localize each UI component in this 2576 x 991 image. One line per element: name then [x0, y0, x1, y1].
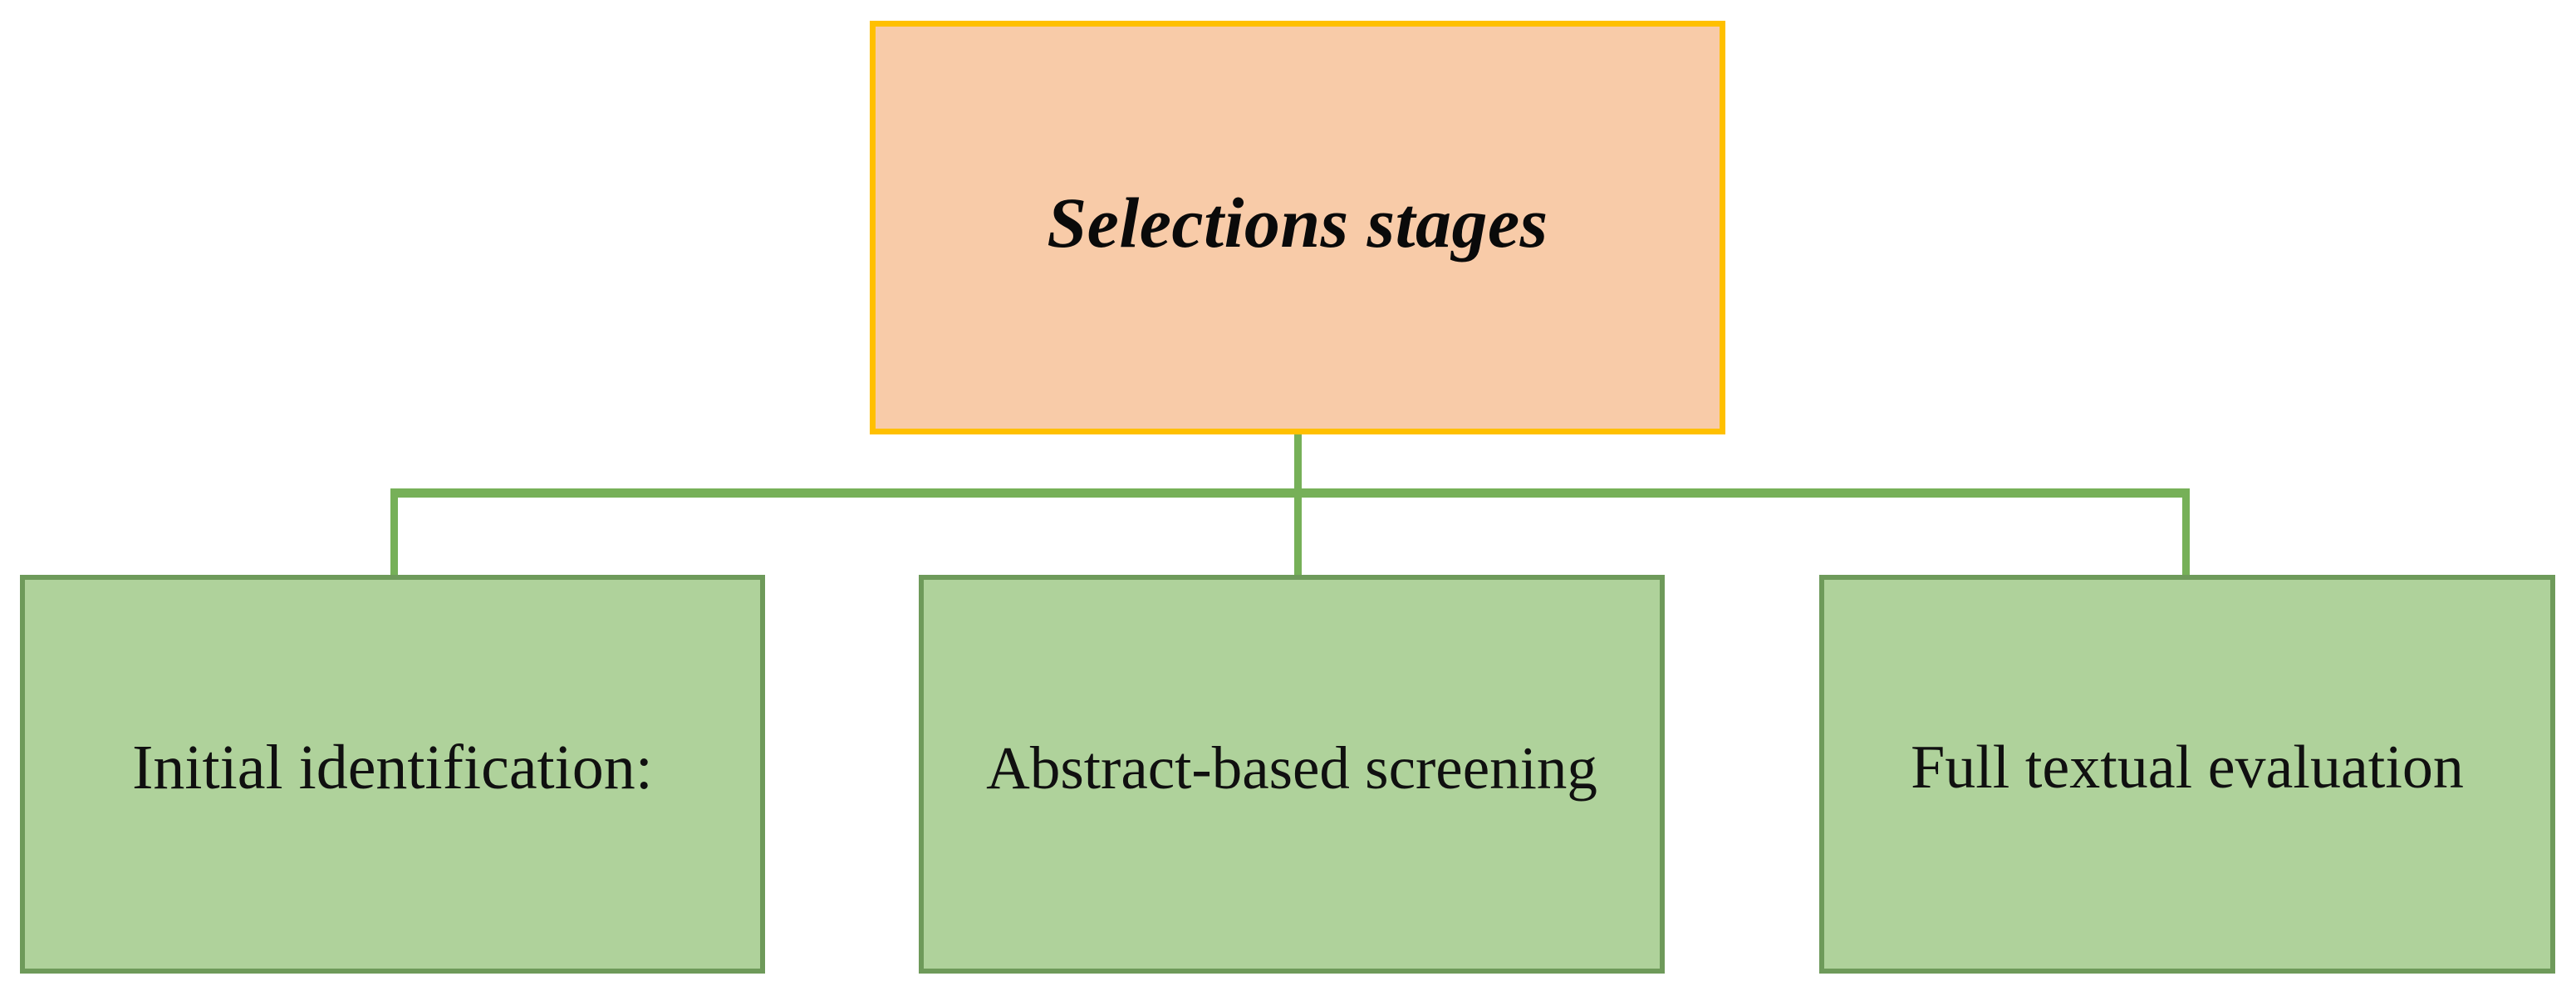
root-node-label: Selections stages	[1047, 183, 1548, 262]
connector-horizontal-bus	[390, 488, 2190, 498]
root-node-selections-stages[interactable]: Selections stages	[870, 21, 1725, 434]
leaf-node-label: Abstract-based screening	[986, 733, 1597, 802]
leaf-node-label: Full textual evaluation	[1911, 733, 2464, 802]
leaf-node-initial-identification[interactable]: Initial identification:	[20, 575, 765, 974]
connector-drop-leaf-3	[2182, 488, 2190, 576]
connector-drop-leaf-1	[390, 488, 398, 576]
leaf-node-full-textual-evaluation[interactable]: Full textual evaluation	[1819, 575, 2555, 974]
leaf-node-label: Initial identification:	[132, 733, 653, 802]
connector-drop-leaf-2	[1294, 488, 1302, 576]
connector-root-stem	[1294, 434, 1302, 496]
leaf-node-abstract-based-screening[interactable]: Abstract-based screening	[919, 575, 1665, 974]
